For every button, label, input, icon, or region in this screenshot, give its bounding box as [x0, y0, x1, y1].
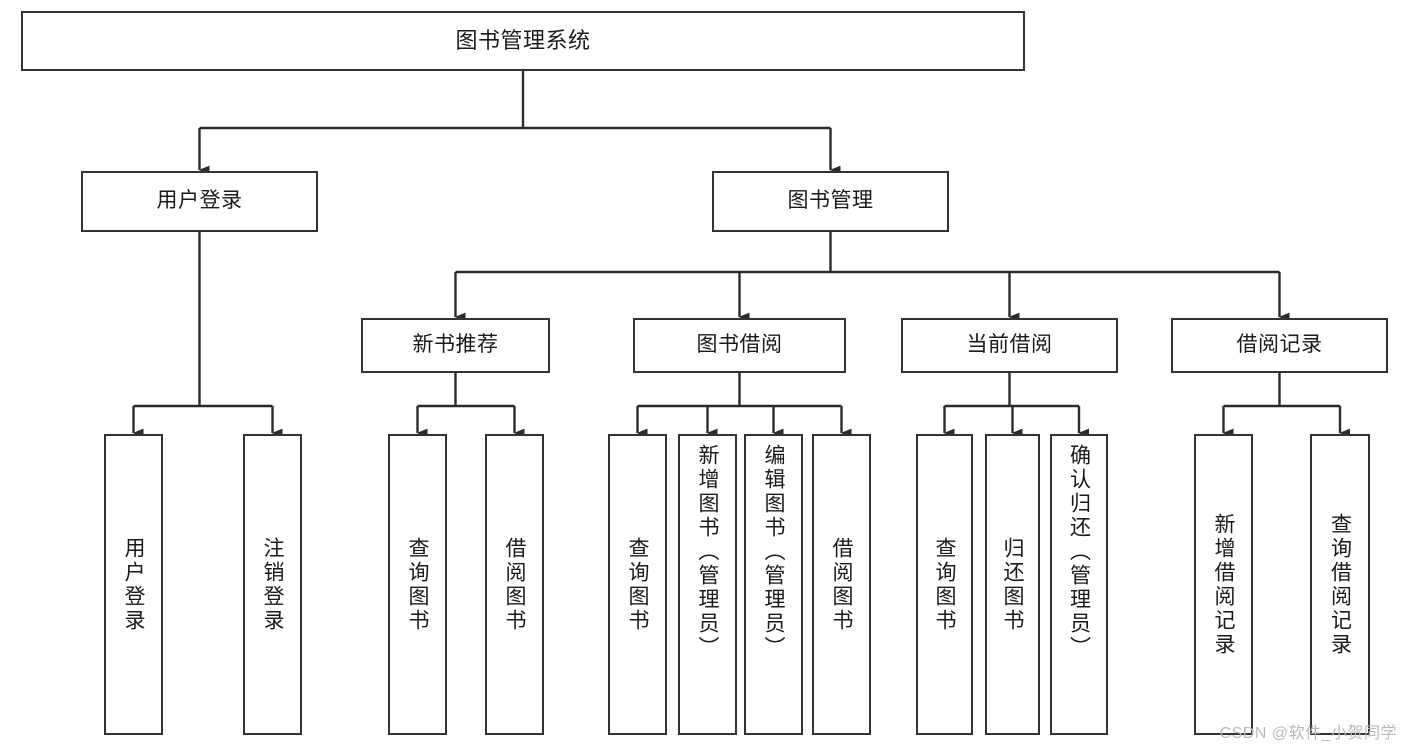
- node-leaf-edit-book[interactable]: 编辑图书（管理员）: [744, 434, 803, 735]
- node-leaf-query-book-current[interactable]: 查询图书: [916, 434, 973, 735]
- node-user-login[interactable]: 用户登录: [81, 171, 318, 232]
- node-label: 图书管理系统: [455, 28, 591, 54]
- node-leaf-logout[interactable]: 注销登录: [243, 434, 302, 735]
- node-label: 查询借阅记录: [1328, 512, 1352, 657]
- node-leaf-add-borrow-record[interactable]: 新增借阅记录: [1194, 434, 1253, 735]
- node-label: 新增图书（管理员）: [696, 444, 719, 660]
- node-label: 查询图书: [626, 536, 649, 633]
- node-label: 借阅记录: [1236, 333, 1323, 357]
- node-label: 归还图书: [1001, 536, 1024, 633]
- node-current-borrow[interactable]: 当前借阅: [901, 318, 1118, 373]
- node-leaf-confirm-return[interactable]: 确认归还（管理员）: [1050, 434, 1108, 735]
- node-leaf-query-book-recommend[interactable]: 查询图书: [388, 434, 447, 735]
- node-leaf-borrow-book[interactable]: 借阅图书: [812, 434, 871, 735]
- node-label: 查询图书: [933, 536, 956, 633]
- node-new-book-recommend[interactable]: 新书推荐: [361, 318, 550, 373]
- node-label: 当前借阅: [966, 333, 1053, 357]
- node-leaf-return-book[interactable]: 归还图书: [985, 434, 1040, 735]
- node-label: 注销登录: [261, 536, 284, 633]
- node-label: 图书管理: [787, 189, 874, 213]
- node-label: 新增借阅记录: [1212, 512, 1235, 657]
- node-label: 确认归还（管理员）: [1067, 444, 1091, 660]
- node-leaf-user-login[interactable]: 用户登录: [104, 434, 163, 735]
- node-label: 编辑图书（管理员）: [762, 444, 785, 660]
- watermark: CSDN @软件_小贺同学: [1219, 725, 1397, 742]
- node-label: 借阅图书: [830, 536, 853, 633]
- node-label: 借阅图书: [503, 536, 526, 633]
- node-label: 查询图书: [406, 536, 429, 633]
- node-label: 用户登录: [122, 536, 145, 633]
- node-book-management[interactable]: 图书管理: [712, 171, 949, 232]
- node-label: 图书借阅: [696, 333, 783, 357]
- node-label: 新书推荐: [412, 333, 499, 357]
- node-root[interactable]: 图书管理系统: [21, 11, 1025, 71]
- node-label: 用户登录: [156, 189, 243, 213]
- node-leaf-query-book[interactable]: 查询图书: [608, 434, 667, 735]
- node-leaf-query-borrow-record[interactable]: 查询借阅记录: [1310, 434, 1370, 735]
- edge-paths: [132, 71, 1351, 438]
- node-leaf-borrow-book-recommend[interactable]: 借阅图书: [485, 434, 544, 735]
- node-borrow-record[interactable]: 借阅记录: [1171, 318, 1388, 373]
- node-leaf-add-book[interactable]: 新增图书（管理员）: [678, 434, 737, 735]
- node-book-borrow[interactable]: 图书借阅: [633, 318, 846, 373]
